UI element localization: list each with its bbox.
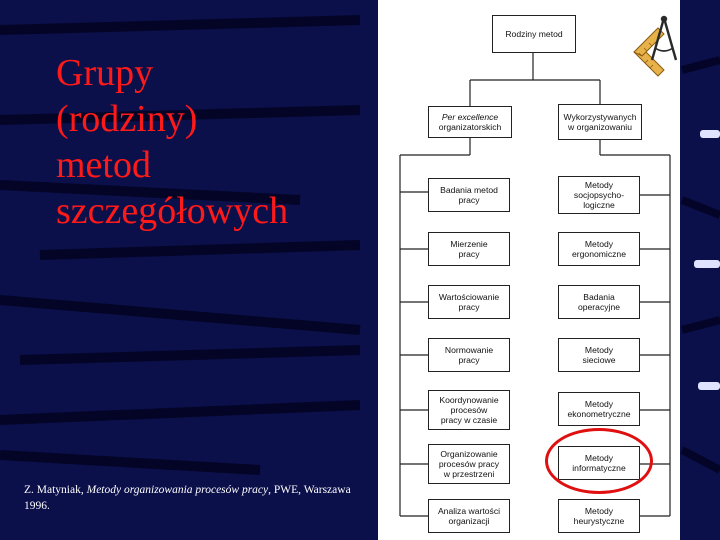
citation-book-title: Metody organizowania procesów pracy: [86, 484, 269, 496]
right-method-box: Metody ekonometryczne: [558, 392, 640, 426]
right-family-header: Wykorzystywanych w organizowaniu: [558, 104, 642, 140]
left-method-box: Organizowanie procesów pracy w przestrze…: [428, 444, 510, 484]
right-method-box: Metody heurystyczne: [558, 499, 640, 533]
left-method-box: Normowanie pracy: [428, 338, 510, 372]
right-method-box: Metody socjopsycho- logiczne: [558, 176, 640, 214]
highlight-circle: [545, 428, 653, 494]
left-method-box: Wartościowanie pracy: [428, 285, 510, 319]
side-decoration: [698, 382, 720, 390]
left-method-box: Analiza wartości organizacji: [428, 499, 510, 533]
right-method-box: Metody sieciowe: [558, 338, 640, 372]
left-family-header: Per excellence organizatorskich: [428, 106, 512, 138]
left-method-box: Koordynowanie procesów pracy w czasie: [428, 390, 510, 430]
left-method-box: Mierzenie pracy: [428, 232, 510, 266]
left-method-box: Badania metod pracy: [428, 178, 510, 212]
compass-square-icon: [630, 12, 680, 78]
diagram-connectors: [399, 53, 671, 517]
right-method-box: Badania operacyjne: [558, 285, 640, 319]
citation-publisher: , PWE, Warszawa 1996.: [24, 484, 351, 512]
slide-title: Grupy (rodziny) metod szczegółowych: [56, 52, 289, 232]
diagram-root-box: Rodziny metod: [492, 15, 576, 53]
left-header-line2: organizatorskich: [438, 122, 502, 132]
side-decoration: [700, 130, 720, 138]
citation-author: Z. Matyniak,: [24, 484, 87, 496]
side-decoration: [694, 260, 720, 268]
right-method-box: Metody ergonomiczne: [558, 232, 640, 266]
left-header-line1: Per excellence: [441, 112, 499, 122]
source-citation: Z. Matyniak, Metody organizowania proces…: [24, 482, 354, 514]
